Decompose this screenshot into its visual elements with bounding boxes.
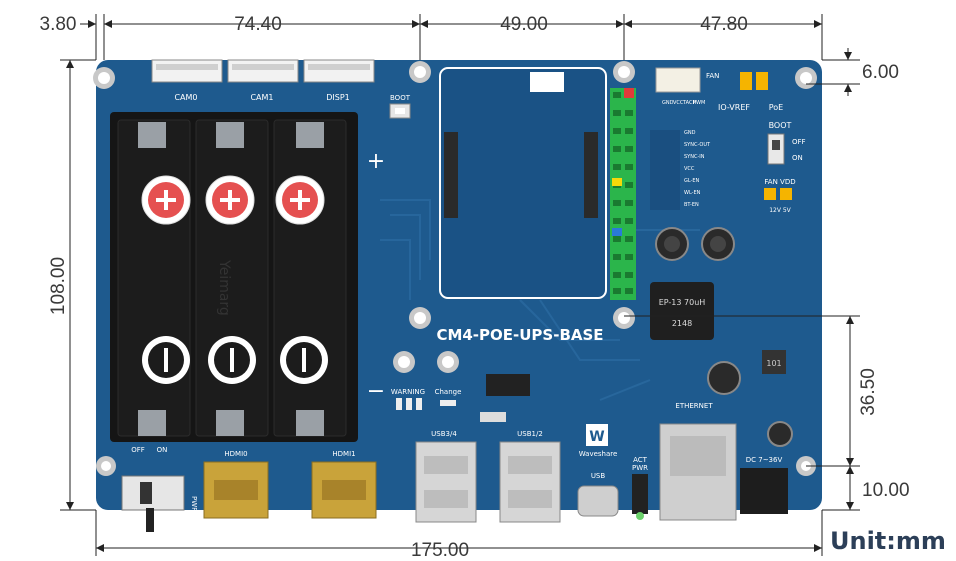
- dimension-arrowheads: [66, 20, 854, 552]
- usb34-label: USB3/4: [431, 430, 457, 438]
- gpio-side-labels: GND SYNC-OUT SYNC-IN VCC GL-EN WL-EN BT-…: [650, 130, 711, 210]
- dim-hole-offset-bottom: 10.00: [862, 480, 910, 501]
- gpio-header: [610, 88, 636, 300]
- fan-pin-tach: TACH: [682, 100, 696, 106]
- usb-ports: USB3/4 USB1/2 USB: [415, 430, 619, 523]
- power-switch: OFF ON PWR: [121, 446, 198, 532]
- cm4-socket-area: [439, 67, 607, 299]
- usb12-label: USB1/2: [517, 430, 543, 438]
- dc-label: DC 7~36V: [746, 456, 783, 464]
- io-vref-jumper: IO-VREF PoE: [718, 72, 783, 112]
- svg-text:W: W: [589, 429, 604, 445]
- cam0-label: CAM0: [174, 93, 197, 102]
- dim-cam-span: 74.40: [234, 14, 282, 35]
- svg-text:GND: GND: [684, 130, 696, 136]
- dim-eth-hole-gap: 36.50: [858, 368, 879, 416]
- svg-text:SYNC-OUT: SYNC-OUT: [684, 142, 711, 148]
- poe-label: PoE: [769, 103, 784, 112]
- fan-pin-gnd: GND: [662, 100, 674, 106]
- inductor-code: 2148: [672, 319, 692, 328]
- pwr-switch-label: PWR: [190, 496, 198, 512]
- battery-negative-icon: [142, 336, 328, 384]
- hdmi-ports: HDMI0 HDMI1: [203, 450, 377, 519]
- boot-switch: BOOT OFF ON: [767, 121, 806, 165]
- fan-vdd-label: FAN VDD: [764, 178, 795, 186]
- waveshare-label: Waveshare: [579, 450, 618, 458]
- board-title: CM4-POE-UPS-BASE: [436, 326, 603, 344]
- waveshare-logo: W Waveshare: [579, 424, 618, 458]
- act-label: ACT: [633, 456, 648, 464]
- change-label: Change: [435, 388, 462, 396]
- dim-hole-offset-top: 6.00: [862, 62, 899, 83]
- unit-label: Unit:mm: [830, 527, 946, 555]
- fan-pin-pwm: PWM: [693, 100, 705, 106]
- battery-holder: Yeimarg: [110, 112, 358, 442]
- svg-text:SYNC-IN: SYNC-IN: [684, 154, 705, 160]
- boot-on-label: ON: [792, 154, 803, 162]
- dim-board-width: 175.00: [411, 540, 469, 561]
- usb-c-label: USB: [591, 472, 606, 480]
- fan-pin-vcc: VCC: [673, 100, 684, 106]
- camera-connectors: CAM0 CAM1 DISP1: [151, 59, 375, 102]
- dim-left-margin: 3.80: [40, 14, 77, 35]
- status-leds: WARNING Change: [391, 374, 530, 422]
- battery-positive-icon: [141, 175, 325, 225]
- svg-text:WL-EN: WL-EN: [684, 190, 701, 196]
- io-vref-label: IO-VREF: [718, 103, 750, 112]
- fan-vdd-values: 12V 5V: [769, 207, 791, 214]
- boot-off-label: OFF: [792, 138, 806, 146]
- battery-watermark: Yeimarg: [216, 259, 232, 316]
- hdmi0-label: HDMI0: [224, 450, 247, 458]
- dimension-lines: [60, 14, 860, 556]
- inductor: EP-13 70uH 2148 101: [650, 282, 786, 374]
- dc-jack: DC 7~36V: [740, 456, 788, 514]
- switch-off-label: OFF: [131, 446, 145, 454]
- ethernet-port: ETHERNET: [659, 402, 737, 521]
- svg-text:GL-EN: GL-EN: [684, 178, 700, 184]
- boot-switch-label: BOOT: [769, 121, 792, 130]
- hdmi1-label: HDMI1: [332, 450, 355, 458]
- dim-right-span: 47.80: [700, 14, 748, 35]
- ethernet-label: ETHERNET: [675, 402, 713, 410]
- dim-module-span: 49.00: [500, 14, 548, 35]
- capacitors: [655, 227, 793, 447]
- warning-label: WARNING: [391, 388, 425, 396]
- inductor-text: EP-13 70uH: [659, 298, 706, 307]
- pwr-led-label: PWR: [632, 464, 648, 472]
- fan-connector: FAN GND VCC TACH PWM: [655, 67, 719, 106]
- act-pwr-leds: ACT PWR: [632, 456, 648, 520]
- holder-minus-sign: −: [367, 379, 385, 404]
- svg-text:BT-EN: BT-EN: [684, 202, 699, 208]
- svg-text:VCC: VCC: [684, 166, 695, 172]
- disp1-label: DISP1: [326, 93, 350, 102]
- cap-101-label: 101: [766, 359, 781, 368]
- holder-plus-sign: +: [367, 149, 385, 174]
- fan-label: FAN: [706, 72, 719, 80]
- cam1-label: CAM1: [250, 93, 273, 102]
- switch-on-label: ON: [157, 446, 168, 454]
- fan-vdd-jumper: FAN VDD 12V 5V: [764, 178, 796, 214]
- boot-button: BOOT: [389, 94, 411, 119]
- boot-label: BOOT: [390, 94, 411, 102]
- dim-board-height: 108.00: [48, 257, 69, 315]
